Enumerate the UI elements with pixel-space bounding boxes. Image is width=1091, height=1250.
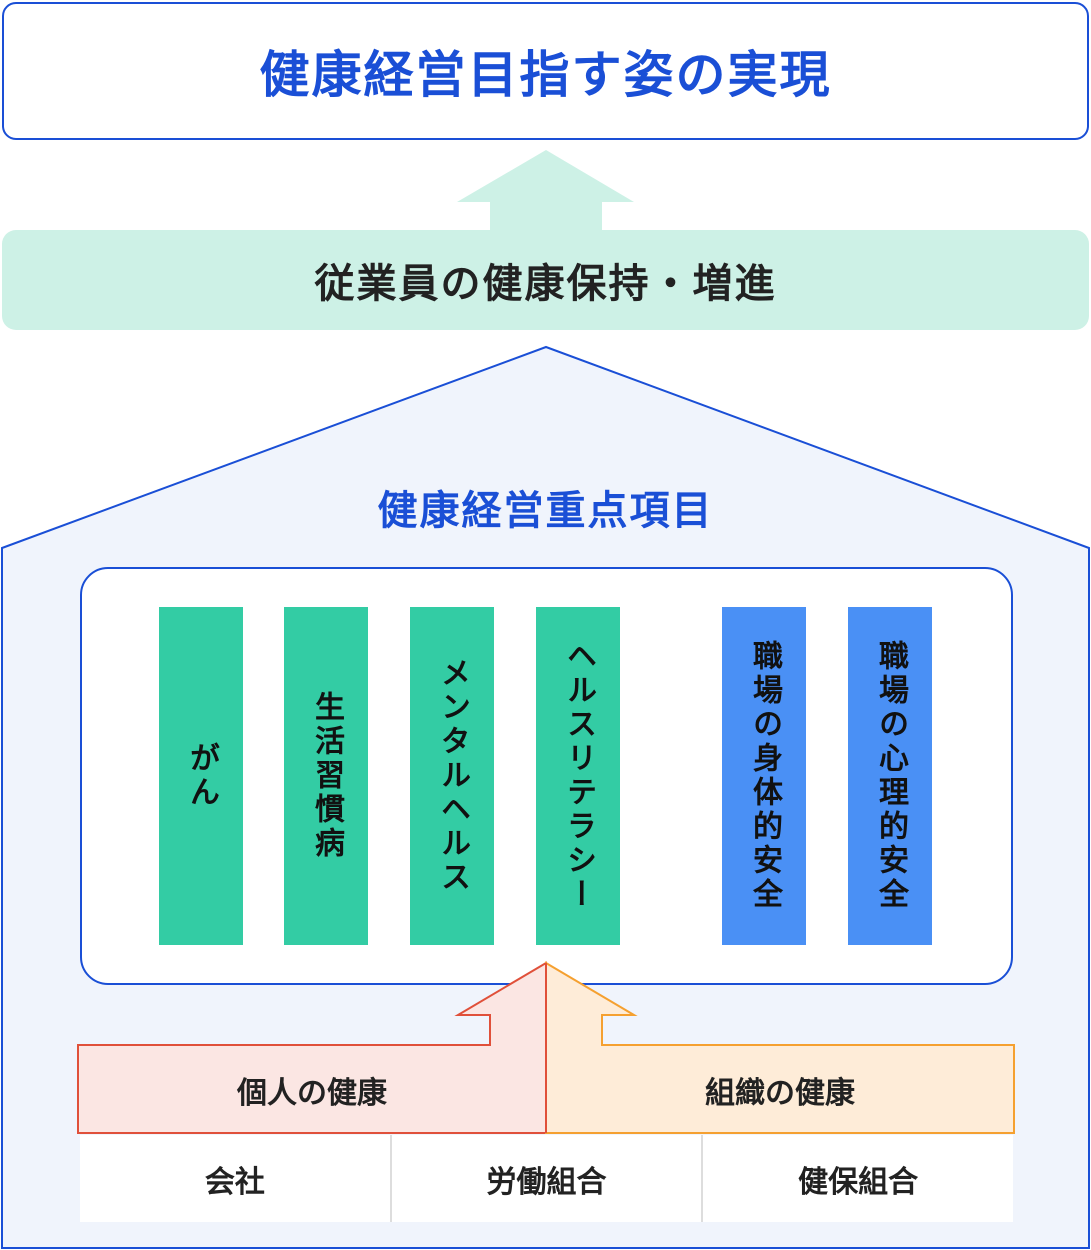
foundation-health-insurance-union: 健保組合 — [798, 1164, 919, 1200]
pillar-psychological-safety: 職場の心理的安全 — [848, 607, 932, 945]
pillar-label: 職場の心理的安全 — [873, 640, 908, 912]
pillar-label: 生活習慣病 — [309, 691, 344, 861]
employee-health-band: 従業員の健康保持・増進 — [2, 230, 1089, 330]
organization-health-label: 組織の健康 — [705, 1076, 855, 1111]
focus-items-heading: 健康経営重点項目 — [377, 488, 714, 534]
pillar-cancer: がん — [159, 607, 243, 945]
foundation-row: 会社 労働組合 健保組合 — [80, 1135, 1013, 1222]
pillar-mental-health: メンタルヘルス — [410, 607, 494, 945]
pillar-label: 職場の身体的安全 — [747, 640, 782, 912]
foundation-company: 会社 — [80, 1135, 392, 1222]
pillar-label: メンタルヘルス — [435, 657, 470, 895]
individual-health-label: 個人の健康 — [237, 1076, 387, 1111]
pillar-physical-safety: 職場の身体的安全 — [722, 607, 806, 945]
pillar-label: がん — [184, 742, 219, 810]
up-arrow-top — [457, 150, 634, 232]
pillar-label: ヘルスリテラシー — [561, 640, 596, 912]
individual-health-arrow — [77, 961, 547, 1134]
pillar-health-literacy: ヘルスリテラシー — [536, 607, 620, 945]
goal-box: 健康経営目指す姿の実現 — [2, 2, 1089, 140]
foundation-labor-union: 労働組合 — [392, 1135, 704, 1222]
organization-health-arrow — [545, 961, 1015, 1134]
pillar-lifestyle-disease: 生活習慣病 — [284, 607, 368, 945]
